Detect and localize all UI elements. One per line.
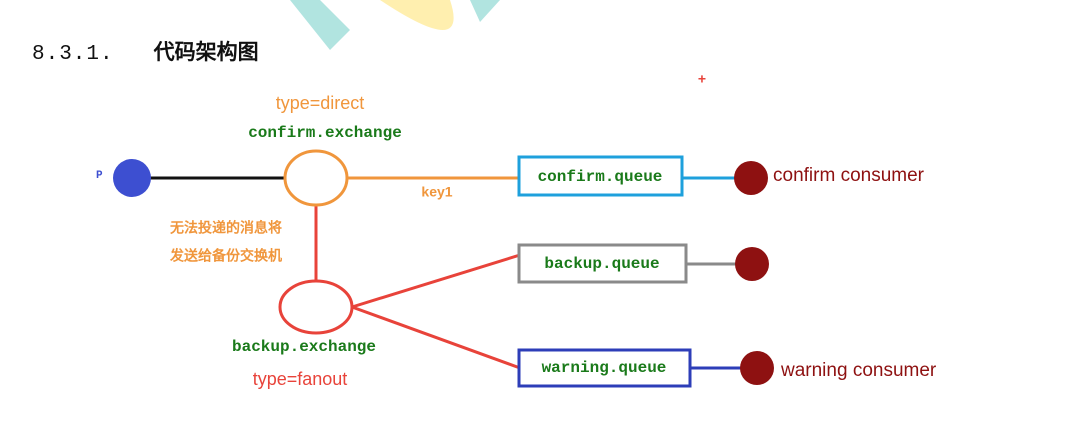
watermark-teal-shape xyxy=(290,0,350,50)
producer-node xyxy=(113,159,151,197)
backup-exchange-name: backup.exchange xyxy=(232,338,376,356)
confirm-queue-box xyxy=(517,155,684,197)
watermark-logo xyxy=(290,0,500,50)
backup-queue-box xyxy=(517,243,688,284)
backup-consumer-node xyxy=(735,247,769,281)
backup-exchange-node xyxy=(278,279,354,335)
warning-queue-label: warning.queue xyxy=(542,359,667,377)
confirm-queue-label: confirm.queue xyxy=(538,168,663,186)
watermark-teal-shape-2 xyxy=(470,0,500,22)
routing-key-label: key1 xyxy=(421,184,452,200)
backup-exchange-type: type=fanout xyxy=(253,369,348,389)
annotation-line-2: 发送给备份交换机 xyxy=(169,248,282,264)
plus-marker-icon: + xyxy=(698,71,706,87)
backup-queue-label: backup.queue xyxy=(544,255,659,273)
annotation-line-1: 无法投递的消息将 xyxy=(169,220,282,236)
producer-label: P xyxy=(96,170,103,182)
confirm-consumer-node xyxy=(734,161,768,195)
section-title: 代码架构图 xyxy=(153,40,259,64)
section-heading: 8.3.1. 代码架构图 xyxy=(32,36,259,66)
section-number: 8.3.1. xyxy=(32,43,114,66)
watermark-yellow-arc xyxy=(380,0,454,30)
confirm-exchange-name: confirm.exchange xyxy=(248,124,402,142)
confirm-exchange-node xyxy=(283,149,349,207)
edge-backup-exchange-to-backup-queue xyxy=(351,253,521,309)
edge-backup-exchange-to-warning-queue xyxy=(351,305,521,370)
confirm-exchange-type: type=direct xyxy=(276,93,365,113)
warning-queue-box xyxy=(517,348,692,388)
warning-consumer-node xyxy=(740,351,774,385)
confirm-consumer-label: confirm consumer xyxy=(773,165,925,186)
warning-consumer-label: warning consumer xyxy=(780,360,937,381)
